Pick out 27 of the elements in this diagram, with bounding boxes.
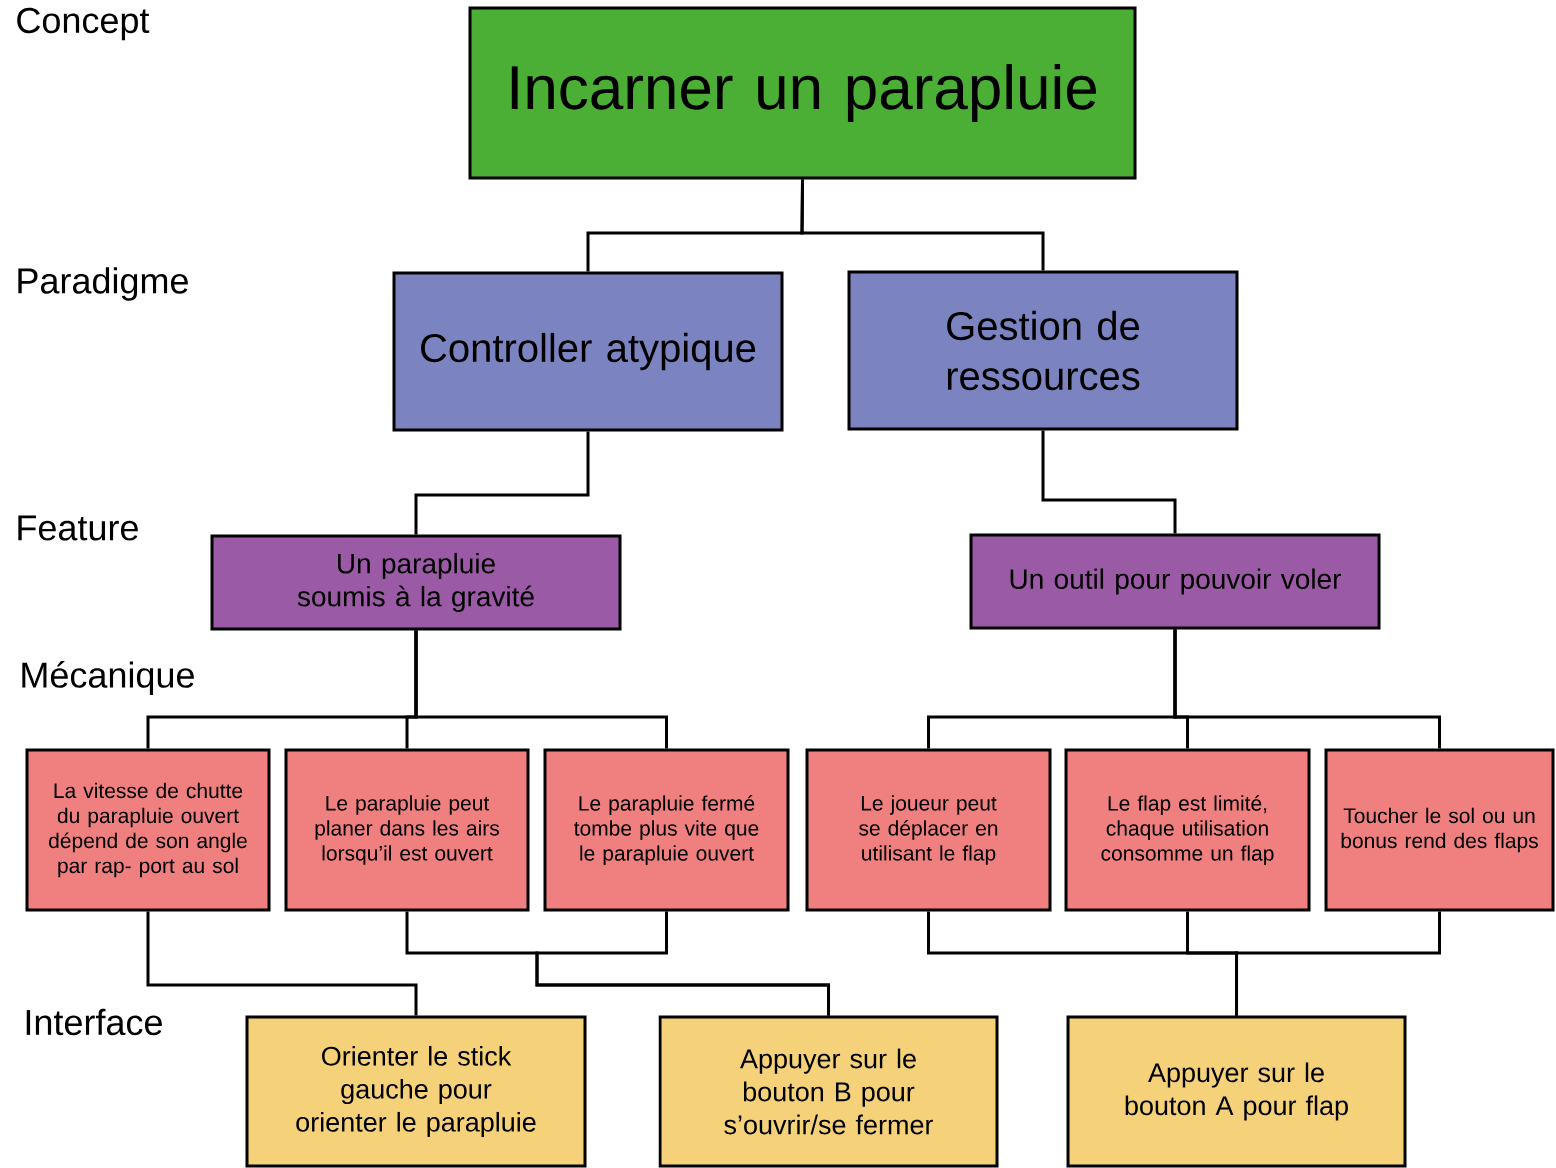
connector-line <box>146 911 418 1016</box>
mechanic-box: Le parapluie fermé tombe plus vite que le parapluie ouvert <box>543 748 790 912</box>
mechanic-box: La vitesse de chutte du parapluie ouvert dépend de son angle par rap- port au sol <box>25 748 271 912</box>
paradigm-box: Controller atypique <box>392 271 784 432</box>
concept-box: Incarner un parapluie <box>468 6 1137 180</box>
interface-box: Appuyer sur le bouton B pour s’ouvrir/se fermer <box>658 1015 999 1168</box>
level-label: Concept <box>17 7 150 41</box>
feature-box: Un parapluie soumis à la gravité <box>210 534 622 631</box>
mechanic-box: Toucher le sol ou un bonus rend des flaps <box>1324 748 1555 912</box>
connector-line <box>414 630 668 749</box>
mechanic-box: Le parapluie peut planer dans les airs lorsqu’il est ouvert <box>284 748 530 912</box>
mechanic-box: Le joueur peut se déplacer en utilisant le flap <box>805 748 1052 912</box>
level-label: Interface <box>26 1008 162 1036</box>
connector-line <box>1235 911 1441 1016</box>
connector-line <box>1041 430 1177 534</box>
level-label: Mécanique <box>22 661 194 695</box>
level-label: Paradigme <box>18 267 188 301</box>
connector-line <box>414 431 590 535</box>
feature-box: Un outil pour pouvoir voler <box>969 533 1381 630</box>
interface-box: Orienter le stick gauche pour orienter le parapluie <box>245 1015 587 1168</box>
connector-line <box>1173 629 1441 749</box>
mechanic-box: Le flap est limité, chaque utilisation consomme un flap <box>1064 748 1311 912</box>
connector-line <box>535 911 830 1016</box>
paradigm-box: Gestion de ressources <box>847 270 1239 431</box>
connector-line <box>800 179 1045 271</box>
interface-box: Appuyer sur le bouton A pour flap <box>1066 1015 1407 1168</box>
level-label: Feature <box>18 515 138 541</box>
